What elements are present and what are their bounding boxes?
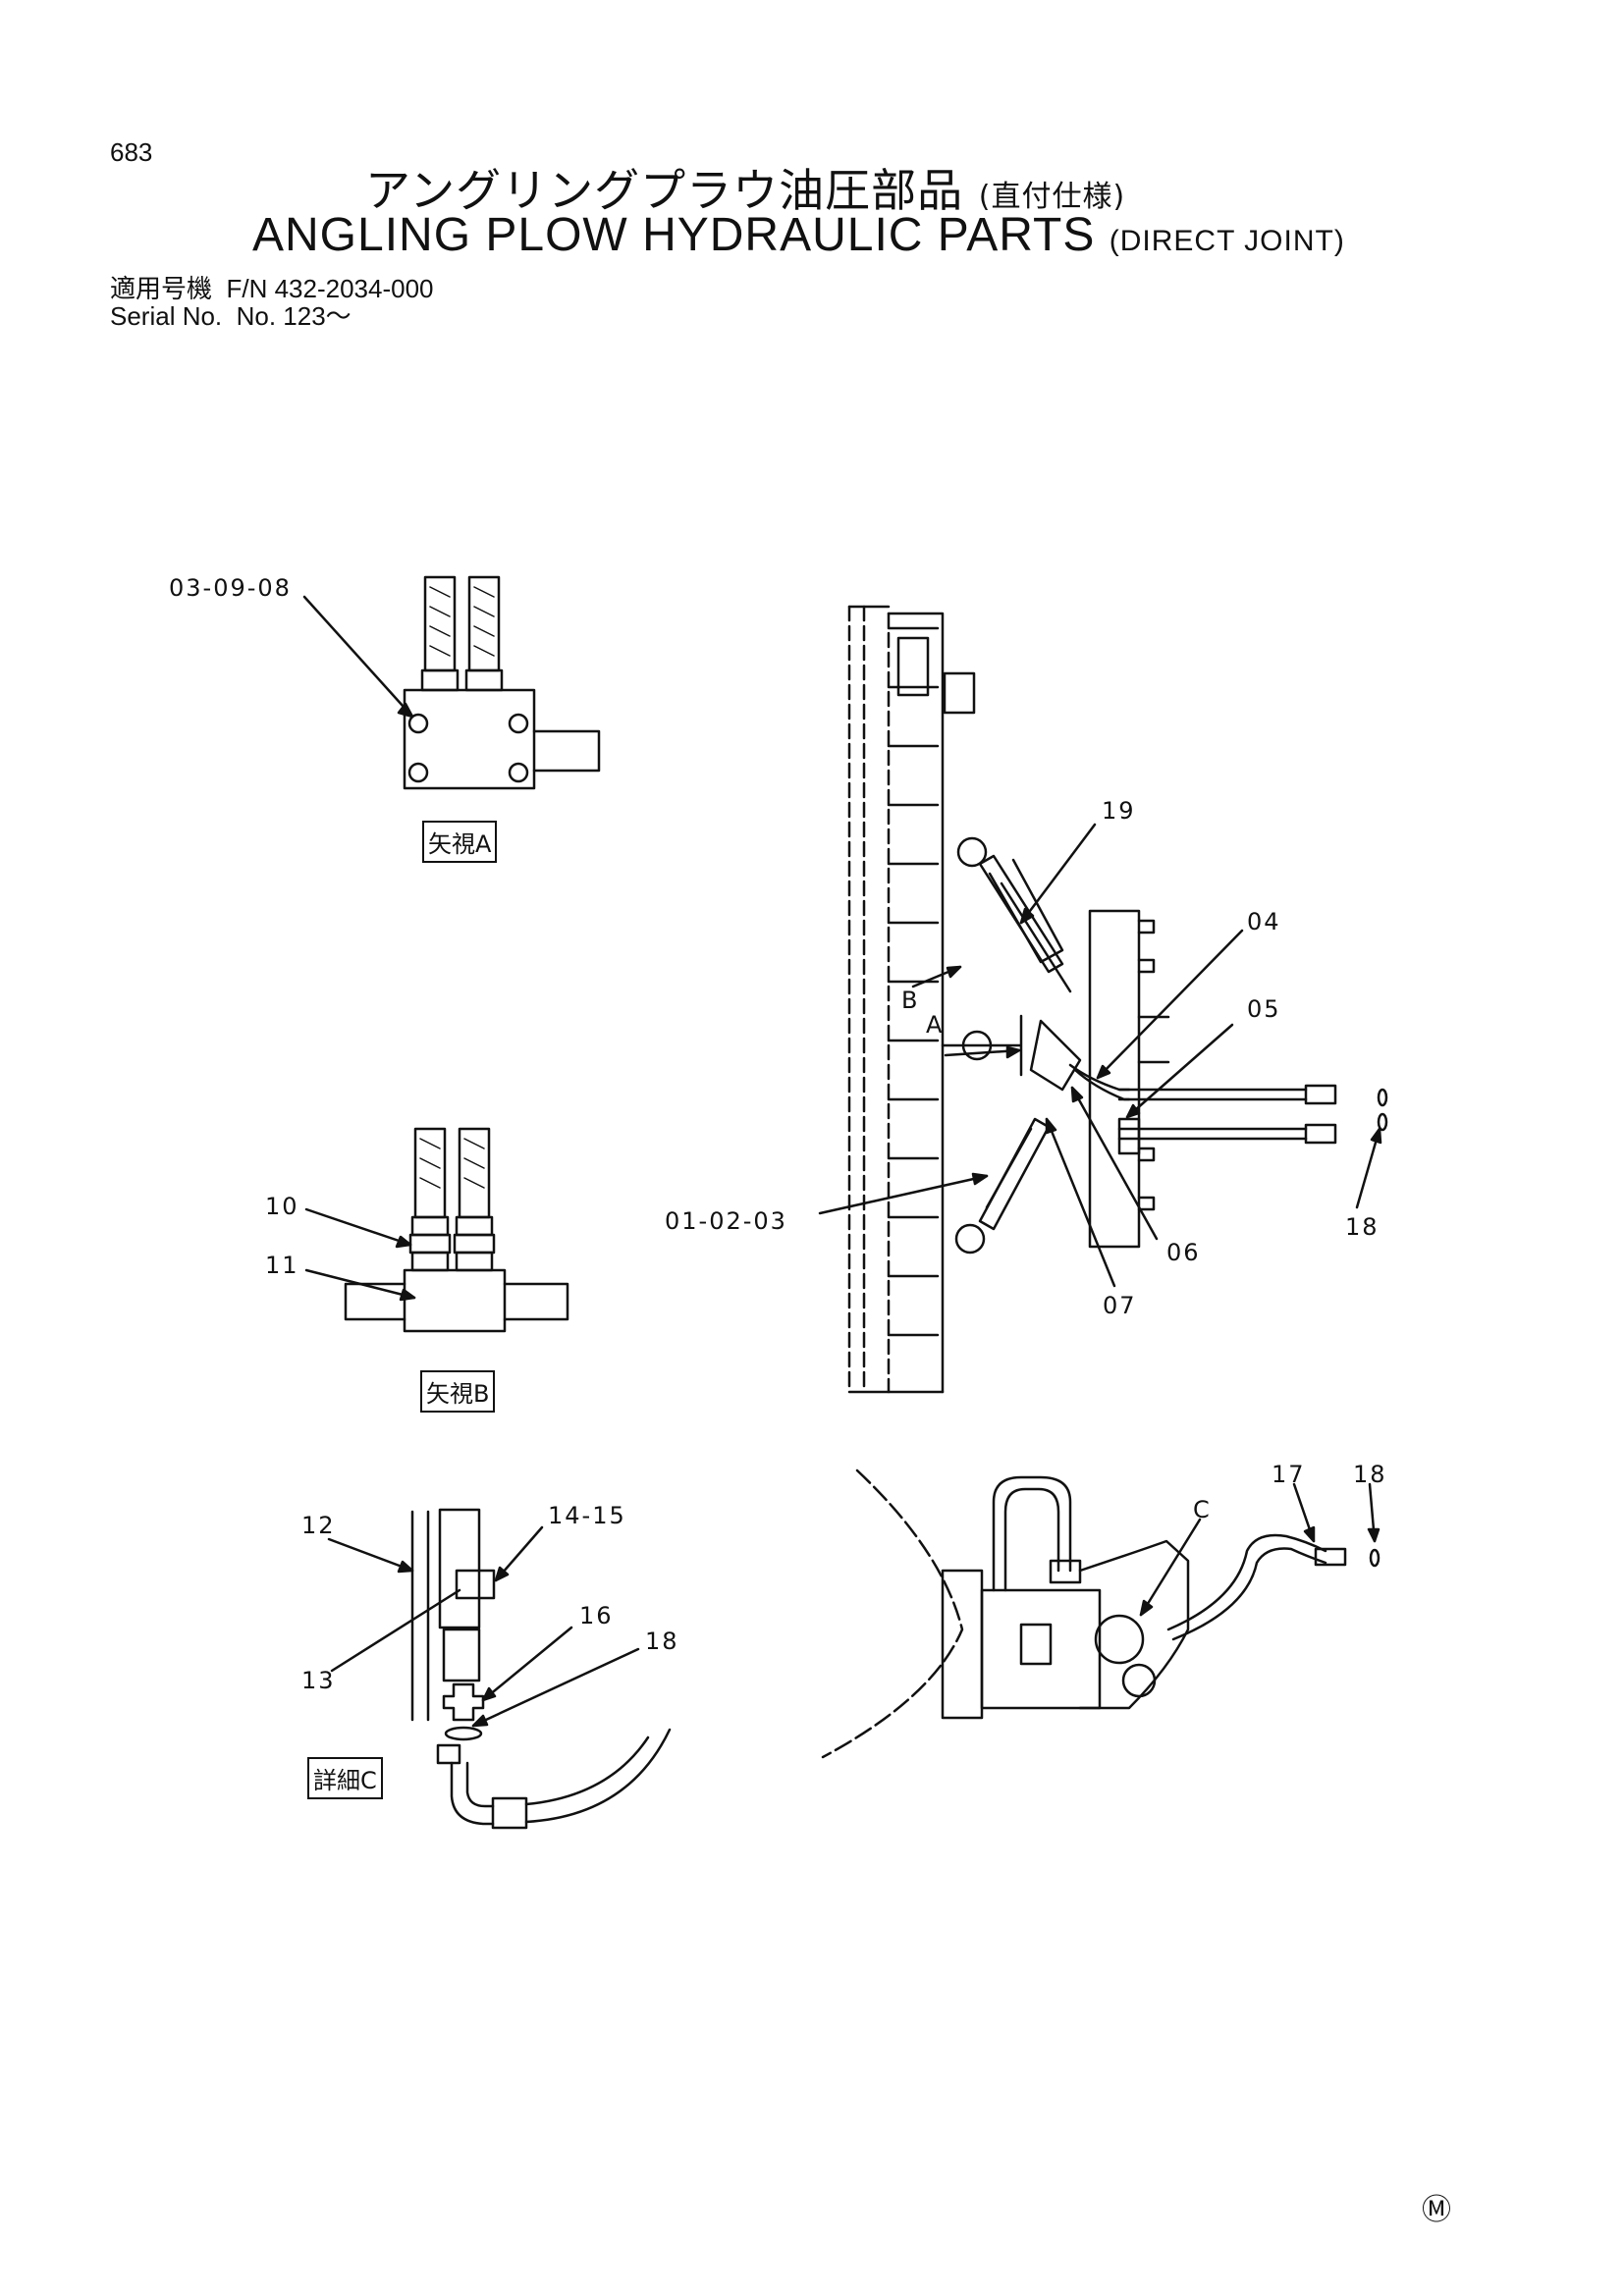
serial-number: Serial No. No. 123～	[110, 296, 352, 333]
page-number: 683	[110, 137, 153, 167]
applicable-model: 適用号機 F/N 432-2034-000	[110, 269, 434, 305]
view-b-drawing	[304, 1127, 569, 1333]
serial-label: Serial No.	[110, 301, 223, 331]
callout-12: 12	[301, 1512, 336, 1539]
callout-11: 11	[265, 1252, 299, 1279]
detail-c-label: 詳細C	[307, 1757, 383, 1799]
plow-top-view	[818, 605, 1388, 1394]
applicable-value: F/N 432-2034-000	[226, 274, 434, 303]
title-japanese-sub: (直付仕様)	[978, 180, 1126, 214]
callout-03-09-08: 03-09-08	[169, 574, 292, 602]
callout-a: A	[926, 1011, 945, 1039]
callout-14-15: 14-15	[548, 1502, 626, 1529]
block-a	[403, 688, 536, 790]
title-english-main: ANGLING PLOW HYDRAULIC PARTS	[252, 209, 1096, 261]
callout-16: 16	[579, 1602, 614, 1629]
callout-18-side: 18	[1353, 1461, 1387, 1488]
callout-18-top: 18	[1345, 1213, 1380, 1241]
callout-17: 17	[1272, 1461, 1306, 1488]
callout-06: 06	[1166, 1239, 1201, 1266]
callout-b: B	[901, 987, 920, 1014]
callout-01-02-03: 01-02-03	[665, 1207, 787, 1235]
detail-c-drawing	[327, 1508, 672, 1830]
plow-side-view	[821, 1468, 1380, 1759]
serial-value: No. 123～	[236, 301, 352, 331]
title-english: ANGLING PLOW HYDRAULIC PARTS (DIRECT JOI…	[252, 208, 1345, 262]
title-japanese-main: アングリングプラウ油圧部品	[365, 164, 964, 217]
title-japanese: アングリングプラウ油圧部品 (直付仕様)	[365, 155, 1125, 220]
callout-c: C	[1193, 1496, 1212, 1523]
callout-04: 04	[1247, 908, 1281, 935]
applicable-label: 適用号機	[110, 274, 213, 303]
callout-18-detail: 18	[645, 1628, 679, 1655]
callout-13: 13	[301, 1667, 336, 1694]
view-a-label: 矢視A	[422, 821, 498, 863]
callout-05: 05	[1247, 995, 1281, 1023]
view-a-drawing	[302, 575, 601, 790]
footer-mark: Ⓜ	[1422, 2194, 1451, 2226]
callout-19: 19	[1102, 797, 1136, 825]
callout-10: 10	[265, 1193, 299, 1220]
view-b-label: 矢視B	[420, 1370, 496, 1413]
title-english-sub: (DIRECT JOINT)	[1109, 225, 1345, 257]
block-b	[403, 1268, 507, 1333]
callout-07: 07	[1103, 1292, 1137, 1319]
leader-030908	[302, 595, 414, 719]
